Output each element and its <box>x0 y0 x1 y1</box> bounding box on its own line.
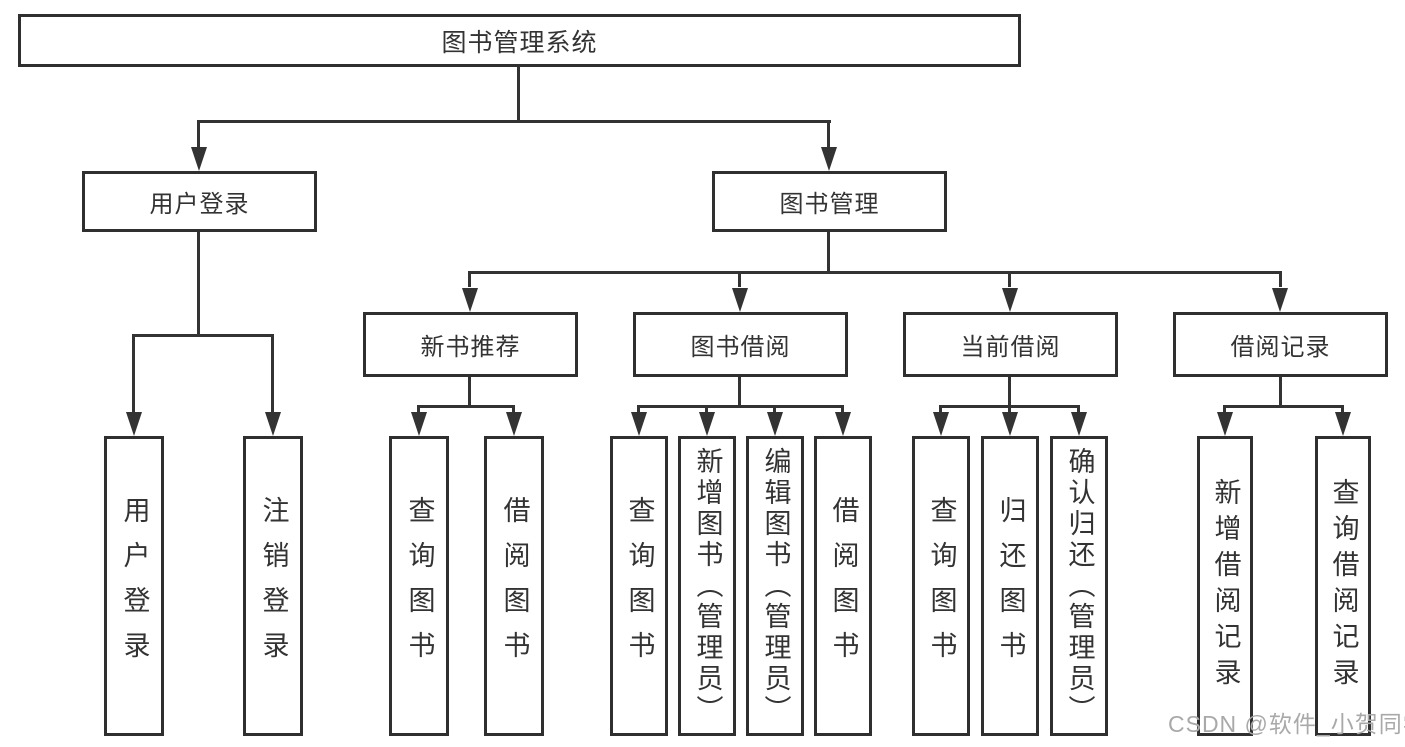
connector-line <box>1077 405 1080 413</box>
arrowhead-icon <box>1335 412 1351 436</box>
connector-line <box>417 405 515 408</box>
watermark: CSDN @软件_小贺同学 <box>1168 711 1405 737</box>
leaf-bb-edit-book-admin: 编辑图书（管理员） <box>746 436 804 736</box>
node-new-book-recommend: 新书推荐 <box>363 312 578 377</box>
arrowhead-icon <box>462 288 478 312</box>
leaf-rec-borrow-book: 借阅图书 <box>484 436 544 736</box>
arrowhead-icon <box>821 147 837 171</box>
connector-line <box>827 230 830 273</box>
arrowhead-icon <box>265 412 281 436</box>
node-current-borrow: 当前借阅 <box>903 312 1118 377</box>
arrowhead-icon <box>835 412 851 436</box>
leaf-cb-query-book-label: 查询图书 <box>926 496 957 676</box>
leaf-bb-add-book-admin-label: 新增图书（管理员） <box>692 446 723 726</box>
arrowhead-icon <box>631 412 647 436</box>
arrowhead-icon <box>1071 412 1087 436</box>
connector-line <box>132 334 135 412</box>
arrowhead-icon <box>699 412 715 436</box>
connector-line <box>132 334 274 337</box>
leaf-br-query-record: 查询借阅记录 <box>1315 436 1371 736</box>
node-book-borrow: 图书借阅 <box>633 312 848 377</box>
node-book-borrow-label: 图书借阅 <box>690 334 791 361</box>
leaf-cb-return-book-label: 归还图书 <box>995 496 1026 676</box>
connector-line <box>841 405 844 413</box>
connector-line <box>1223 405 1344 408</box>
leaf-br-query-record-label: 查询借阅记录 <box>1328 478 1359 694</box>
connector-line <box>417 405 420 413</box>
leaf-cb-return-book: 归还图书 <box>981 436 1039 736</box>
leaf-cb-query-book: 查询图书 <box>912 436 970 736</box>
node-user-login-label: 用户登录 <box>149 191 250 218</box>
connector-line <box>1008 405 1011 413</box>
leaf-user-login-label: 用户登录 <box>119 496 150 676</box>
connector-line <box>738 271 741 287</box>
connector-line <box>1223 405 1226 413</box>
leaf-bb-borrow-book-label: 借阅图书 <box>828 496 859 676</box>
connector-line <box>773 405 776 413</box>
leaf-bb-query-book-label: 查询图书 <box>624 496 655 676</box>
connector-line <box>1341 405 1344 413</box>
connector-line <box>197 120 200 148</box>
connector-line <box>738 375 741 406</box>
connector-line <box>1008 375 1011 406</box>
leaf-bb-query-book: 查询图书 <box>610 436 668 736</box>
leaf-bb-add-book-admin: 新增图书（管理员） <box>678 436 736 736</box>
node-borrow-records-label: 借阅记录 <box>1230 334 1331 361</box>
node-root: 图书管理系统 <box>18 14 1021 67</box>
arrowhead-icon <box>126 412 142 436</box>
leaf-logout-label: 注销登录 <box>258 496 289 676</box>
connector-line <box>468 271 1282 274</box>
node-borrow-records: 借阅记录 <box>1173 312 1388 377</box>
connector-line <box>1008 271 1011 287</box>
arrowhead-icon <box>506 412 522 436</box>
node-user-login: 用户登录 <box>82 171 317 232</box>
connector-line <box>512 405 515 413</box>
leaf-cb-confirm-return-admin-label: 确认归还（管理员） <box>1064 446 1095 726</box>
arrowhead-icon <box>191 147 207 171</box>
node-root-label: 图书管理系统 <box>441 28 598 57</box>
connector-line <box>939 405 942 413</box>
connector-line <box>637 405 844 408</box>
arrowhead-icon <box>1272 288 1288 312</box>
connector-line <box>827 120 830 148</box>
connector-line <box>637 405 640 413</box>
connector-line <box>468 271 471 287</box>
node-current-borrow-label: 当前借阅 <box>960 334 1061 361</box>
leaf-br-add-record: 新增借阅记录 <box>1197 436 1253 736</box>
arrowhead-icon <box>1002 412 1018 436</box>
node-book-management-label: 图书管理 <box>779 191 880 218</box>
leaf-bb-edit-book-admin-label: 编辑图书（管理员） <box>760 446 791 726</box>
node-book-management: 图书管理 <box>712 171 947 232</box>
connector-line <box>939 405 1080 408</box>
leaf-cb-confirm-return-admin: 确认归还（管理员） <box>1050 436 1108 736</box>
connector-line <box>468 375 471 406</box>
connector-line <box>271 334 274 412</box>
arrowhead-icon <box>411 412 427 436</box>
leaf-bb-borrow-book: 借阅图书 <box>814 436 872 736</box>
leaf-rec-query-book: 查询图书 <box>389 436 449 736</box>
leaf-rec-query-book-label: 查询图书 <box>404 496 435 676</box>
connector-line <box>1279 375 1282 406</box>
connector-line <box>197 120 831 123</box>
arrowhead-icon <box>1217 412 1233 436</box>
leaf-logout: 注销登录 <box>243 436 303 736</box>
leaf-user-login: 用户登录 <box>104 436 164 736</box>
node-new-book-recommend-label: 新书推荐 <box>420 334 521 361</box>
arrowhead-icon <box>933 412 949 436</box>
arrowhead-icon <box>732 288 748 312</box>
arrowhead-icon <box>1002 288 1018 312</box>
connector-line <box>197 230 200 336</box>
connector-line <box>517 65 520 122</box>
connector-line <box>1279 271 1282 287</box>
leaf-rec-borrow-book-label: 借阅图书 <box>499 496 530 676</box>
arrowhead-icon <box>767 412 783 436</box>
leaf-br-add-record-label: 新增借阅记录 <box>1210 478 1241 694</box>
connector-line <box>705 405 708 413</box>
